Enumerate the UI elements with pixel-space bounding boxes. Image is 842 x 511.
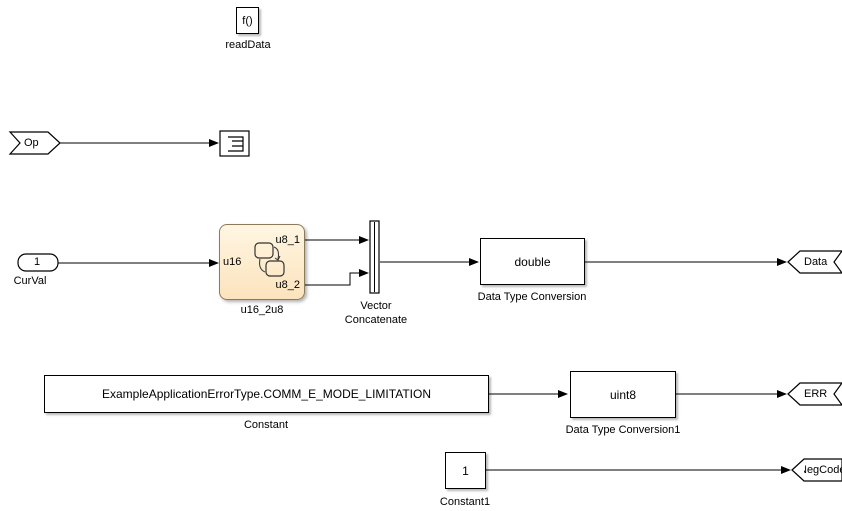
state-transition-icon bbox=[254, 242, 285, 277]
vector-concatenate-block[interactable] bbox=[369, 220, 380, 294]
data-type-conversion-label: Data Type Conversion bbox=[477, 291, 587, 303]
chart-block[interactable]: u16 u8_1 u8_2 bbox=[219, 224, 305, 300]
chart-input-port: u16 bbox=[223, 256, 242, 268]
constant1-value: 1 bbox=[462, 463, 469, 478]
chart-output-port-2: u8_2 bbox=[275, 279, 300, 291]
from-op-tag: Op bbox=[24, 137, 39, 149]
goto-err-block[interactable] bbox=[787, 382, 842, 406]
function-call-block[interactable]: f() bbox=[236, 7, 259, 34]
constant1-label: Constant1 bbox=[439, 496, 491, 508]
inport-number: 1 bbox=[34, 256, 41, 268]
data-type-conversion1-block[interactable]: uint8 bbox=[570, 371, 676, 418]
dtc-double-text: double bbox=[514, 254, 551, 269]
goto-negcode-tag: NegCode bbox=[804, 464, 842, 476]
terminator-block[interactable] bbox=[219, 130, 250, 157]
constant1-block[interactable]: 1 bbox=[445, 452, 486, 489]
goto-data-block[interactable] bbox=[787, 250, 842, 274]
constant-label: Constant bbox=[243, 419, 289, 431]
vector-concatenate-label-2: Concatenate bbox=[344, 314, 408, 326]
chart-label: u16_2u8 bbox=[240, 304, 284, 316]
data-type-conversion-block[interactable]: double bbox=[480, 238, 585, 285]
function-glyph: f() bbox=[242, 14, 253, 27]
inport-label: CurVal bbox=[13, 275, 47, 287]
from-op-block[interactable] bbox=[8, 131, 61, 155]
signal-u8-2[interactable] bbox=[305, 269, 369, 286]
dtc-uint8-text: uint8 bbox=[609, 387, 637, 402]
goto-negcode-block[interactable] bbox=[791, 458, 842, 482]
vector-concatenate-label-1: Vector bbox=[360, 300, 392, 312]
goto-data-tag: Data bbox=[804, 256, 828, 268]
goto-err-tag: ERR bbox=[804, 388, 828, 400]
constant-block[interactable]: ExampleApplicationErrorType.COMM_E_MODE_… bbox=[44, 375, 489, 413]
constant-value: ExampleApplicationErrorType.COMM_E_MODE_… bbox=[102, 387, 431, 401]
goto-negcode-clip: NegCode bbox=[804, 463, 842, 478]
function-call-label: readData bbox=[225, 39, 271, 51]
data-type-conversion1-label: Data Type Conversion1 bbox=[565, 424, 681, 436]
chart-output-port-1: u8_1 bbox=[275, 234, 300, 246]
